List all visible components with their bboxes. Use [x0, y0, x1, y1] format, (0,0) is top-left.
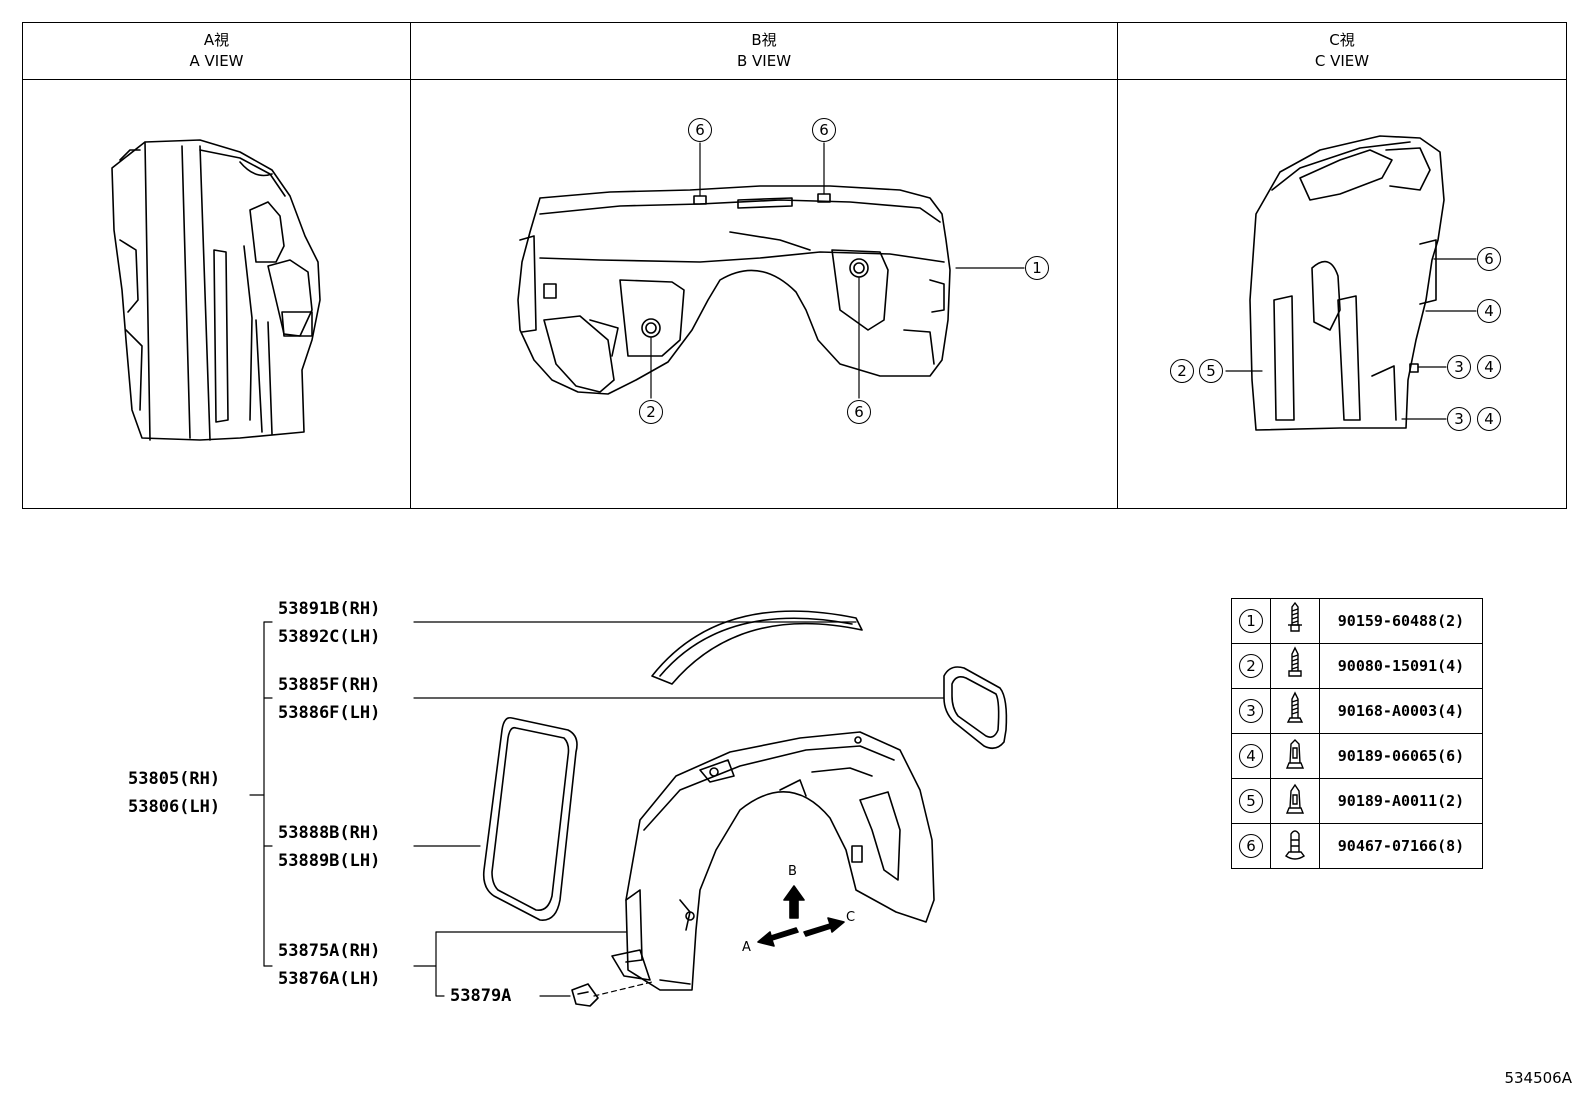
views-frame: A視 A VIEW B視 B VIEW C視 C VIEW [22, 22, 1567, 509]
table-row: 3 90168-A0003(4) [1231, 688, 1483, 734]
fastener-ref: 1 [1239, 609, 1263, 633]
table-row: 2 90080-15091(4) [1231, 643, 1483, 689]
c-view-liner-drawing [1249, 135, 1445, 431]
part-number-small-pad-lh: 53886F(LH) [278, 703, 381, 723]
callout-6: 6 [1477, 247, 1501, 271]
b-view-liner-drawing [517, 185, 951, 395]
direction-label-c: C [846, 910, 856, 925]
screw-icon [1270, 643, 1320, 689]
fastener-ref: 3 [1239, 699, 1263, 723]
table-row: 5 90189-A0011(2) [1231, 778, 1483, 824]
view-header-a: A視 A VIEW [23, 23, 410, 80]
callout-2: 2 [1170, 359, 1194, 383]
table-row: 6 90467-07166(8) [1231, 823, 1483, 869]
screw-icon [1270, 688, 1320, 734]
bolt-icon [1270, 598, 1320, 644]
view-title-jp: C視 [1329, 31, 1355, 49]
fastener-part-number: 90189-06065(6) [1319, 733, 1483, 779]
part-number-seal-lh: 53892C(LH) [278, 627, 381, 647]
large-pad [482, 716, 578, 921]
fastener-ref: 6 [1239, 834, 1263, 858]
view-panel-b: B視 B VIEW [410, 23, 1117, 508]
part-number-seal-rh: 53891B(RH) [278, 599, 381, 619]
fastener-part-number: 90159-60488(2) [1319, 598, 1483, 644]
fastener-part-number: 90189-A0011(2) [1319, 778, 1483, 824]
figure-code: 534506A [1504, 1069, 1572, 1087]
table-row: 4 90189-06065(6) [1231, 733, 1483, 779]
callout-3: 3 [1447, 407, 1471, 431]
view-panel-c: C視 C VIEW [1117, 23, 1566, 508]
fender-liner [611, 731, 935, 991]
part-number-clip: 53879A [450, 986, 512, 1006]
part-number-large-pad-lh: 53889B(LH) [278, 851, 381, 871]
fastener-part-number: 90080-15091(4) [1319, 643, 1483, 689]
assembly-tree-lines [249, 621, 945, 997]
part-number-main-lh: 53806(LH) [128, 797, 221, 817]
bolt-icon [1270, 823, 1320, 869]
fastener-table: 1 90159-60488(2) 2 90080-15091(4) 3 9016… [1231, 598, 1483, 869]
clip-53879a [571, 983, 599, 1007]
a-view-liner-drawing [111, 139, 321, 441]
callout-4: 4 [1477, 407, 1501, 431]
part-number-liner-rh: 53875A(RH) [278, 941, 381, 961]
c-view-leaders [1225, 258, 1477, 420]
part-number-large-pad-rh: 53888B(RH) [278, 823, 381, 843]
view-direction-arrows [757, 885, 845, 947]
view-header-c: C視 C VIEW [1118, 23, 1566, 80]
view-title-en: C VIEW [1314, 52, 1370, 70]
fastener-part-number: 90467-07166(8) [1319, 823, 1483, 869]
direction-label-a: A [742, 940, 751, 955]
view-header-b: B視 B VIEW [411, 23, 1117, 80]
table-row: 1 90159-60488(2) [1231, 598, 1483, 644]
view-panel-a: A視 A VIEW [23, 23, 410, 508]
callout-6: 6 [812, 118, 836, 142]
fastener-part-number: 90168-A0003(4) [1319, 688, 1483, 734]
callout-1: 1 [1025, 256, 1049, 280]
callout-5: 5 [1199, 359, 1223, 383]
fastener-ref: 2 [1239, 654, 1263, 678]
view-title-jp: A視 [203, 31, 230, 49]
callout-4: 4 [1477, 355, 1501, 379]
arch-seal-strip [651, 610, 863, 685]
clip-icon [1270, 778, 1320, 824]
part-number-liner-lh: 53876A(LH) [278, 969, 381, 989]
fastener-ref: 5 [1239, 789, 1263, 813]
view-title-en: A VIEW [189, 52, 244, 70]
direction-label-b: B [788, 864, 797, 879]
callout-4: 4 [1477, 299, 1501, 323]
part-number-small-pad-rh: 53885F(RH) [278, 675, 381, 695]
callout-2: 2 [639, 400, 663, 424]
callout-3: 3 [1447, 355, 1471, 379]
callout-6: 6 [688, 118, 712, 142]
part-number-main-rh: 53805(RH) [128, 769, 221, 789]
small-pad [943, 666, 1008, 750]
view-title-jp: B視 [751, 31, 777, 49]
b-view-leaders [650, 142, 1025, 399]
callout-6: 6 [847, 400, 871, 424]
fastener-ref: 4 [1239, 744, 1263, 768]
view-title-en: B VIEW [736, 52, 792, 70]
clip-icon [1270, 733, 1320, 779]
